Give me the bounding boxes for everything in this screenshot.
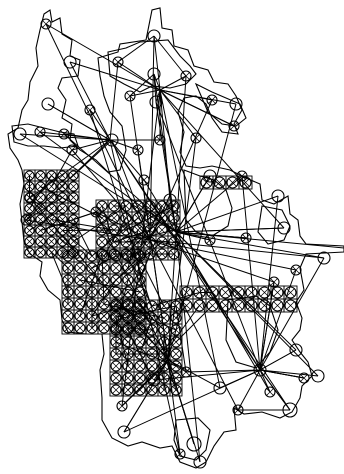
graph-node <box>123 385 133 395</box>
graph-node <box>75 311 85 321</box>
graph-node <box>75 323 85 333</box>
graph-node <box>135 385 145 395</box>
graph-node <box>123 263 133 273</box>
graph-node <box>227 177 238 188</box>
graph-node <box>87 251 97 261</box>
graph-node <box>99 263 109 273</box>
graph-node <box>111 263 121 273</box>
graph-node <box>159 313 169 323</box>
graph-node <box>41 19 51 29</box>
graph-node <box>47 248 56 257</box>
graph-node <box>205 235 215 245</box>
graph-edge <box>220 370 260 388</box>
graph-node <box>111 275 121 285</box>
graph-node <box>123 275 133 285</box>
graph-node <box>75 299 85 309</box>
graph-node <box>47 237 56 246</box>
graph-node <box>265 387 275 397</box>
graph-node <box>123 373 133 383</box>
graph-node <box>85 105 95 115</box>
graph-node <box>58 182 67 191</box>
graph-node <box>47 182 56 191</box>
graph-node <box>147 361 157 371</box>
graph-node <box>75 263 85 273</box>
graph-node <box>220 300 231 311</box>
graph-node <box>47 171 56 180</box>
graph-node <box>246 300 257 311</box>
graph-node <box>207 300 218 311</box>
graph-node <box>123 337 133 347</box>
graph-node <box>139 175 149 185</box>
graph-node <box>111 385 121 395</box>
graph-node <box>36 171 45 180</box>
graph-node <box>47 204 56 213</box>
graph-node <box>272 287 283 298</box>
graph-node <box>47 193 56 202</box>
graph-node <box>36 226 45 235</box>
graph-node <box>63 311 73 321</box>
graph-edge <box>238 370 260 410</box>
graph-node <box>69 237 78 246</box>
graph-edge <box>63 230 127 231</box>
graph-node <box>36 237 45 246</box>
graph-node <box>135 361 145 371</box>
graph-node <box>58 204 67 213</box>
graph-node <box>111 361 121 371</box>
graph-node <box>69 204 78 213</box>
graph-node <box>58 237 67 246</box>
graph-node <box>58 193 67 202</box>
graph-node <box>121 213 131 223</box>
graph-node <box>99 323 109 333</box>
graph-node <box>36 248 45 257</box>
graph-node <box>291 265 301 275</box>
graph-node <box>69 171 78 180</box>
graph-node <box>25 248 34 257</box>
graph-node <box>171 349 181 359</box>
graph-node <box>135 373 145 383</box>
graph-node <box>171 301 181 311</box>
graph-node <box>69 193 78 202</box>
graph-node <box>285 300 296 311</box>
graph-node <box>97 237 107 247</box>
graph-node <box>58 171 67 180</box>
graph-node <box>269 277 279 287</box>
graph-node <box>220 287 231 298</box>
graph-node <box>69 182 78 191</box>
graph-node <box>240 177 251 188</box>
graph-node <box>233 287 244 298</box>
graph-node <box>75 275 85 285</box>
graph-node <box>272 300 283 311</box>
graph-edge <box>160 76 186 90</box>
graph-edge <box>112 140 150 240</box>
graph-node <box>25 226 34 235</box>
graph-node <box>285 287 296 298</box>
graph-edge <box>46 24 160 90</box>
graph-node <box>25 204 34 213</box>
graph-node <box>75 287 85 297</box>
graph-edge <box>176 228 284 232</box>
graph-edge <box>160 90 234 126</box>
graph-edge <box>110 62 118 140</box>
graph-node <box>111 287 121 297</box>
graph-node <box>111 373 121 383</box>
graph-node <box>25 237 34 246</box>
